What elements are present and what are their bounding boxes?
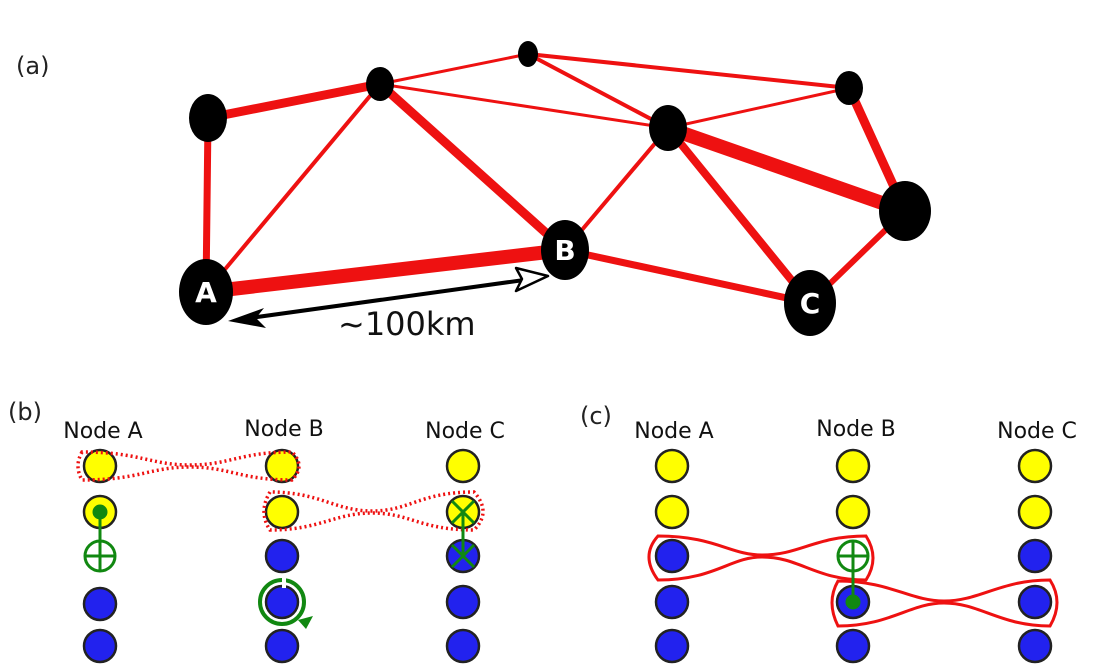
communication-qubit — [264, 584, 300, 620]
cnot-gate-b — [836, 539, 870, 610]
entanglement-link-dotted — [262, 490, 485, 532]
link — [378, 82, 670, 130]
link — [199, 243, 572, 299]
column-label-node-c: Node C — [425, 419, 505, 444]
memory-qubit — [835, 448, 871, 484]
qubit-column-b — [264, 448, 300, 664]
network-node — [189, 94, 227, 142]
qubit-column-a — [654, 448, 690, 664]
panel-b: (b) Node A Node B Node C — [8, 398, 505, 664]
entanglement-link — [830, 578, 1059, 628]
entanglement-link-dotted — [76, 450, 301, 482]
memory-qubit — [654, 448, 690, 484]
control-dot-icon — [845, 594, 861, 610]
cnot-target-icon — [83, 539, 117, 573]
communication-qubit — [82, 628, 118, 664]
communication-qubit — [264, 628, 300, 664]
column-label-node-a: Node A — [63, 419, 142, 444]
cnot-target-icon — [836, 539, 870, 573]
cnot-gate-a — [83, 504, 117, 573]
link — [664, 124, 814, 307]
network-node — [879, 181, 931, 241]
communication-qubit — [654, 584, 690, 620]
network-node — [649, 105, 687, 151]
network-links — [199, 52, 912, 307]
communication-qubit — [264, 538, 300, 574]
network-node-c — [784, 270, 836, 336]
communication-qubit — [1017, 584, 1053, 620]
qubit-column-a — [82, 448, 118, 664]
panel-a-label: (a) — [16, 52, 49, 80]
node-b-letter: B — [554, 234, 575, 267]
network-node-a — [179, 259, 233, 325]
link — [204, 82, 382, 294]
communication-qubit — [1017, 538, 1053, 574]
network-node — [366, 67, 394, 101]
panel-b-label: (b) — [8, 398, 42, 426]
link — [378, 52, 530, 86]
link — [526, 52, 670, 130]
communication-qubit — [1017, 628, 1053, 664]
communication-qubit — [445, 628, 481, 664]
memory-qubit — [445, 448, 481, 484]
column-label-node-a: Node A — [634, 419, 713, 444]
communication-qubit — [654, 538, 690, 574]
rotation-icon — [258, 576, 313, 629]
memory-qubit — [264, 494, 300, 530]
column-label-node-b: Node B — [816, 417, 896, 442]
link — [666, 86, 851, 130]
node-a-letter: A — [195, 276, 217, 309]
network-node-b — [541, 220, 589, 280]
memory-qubit — [82, 448, 118, 484]
network-node — [518, 41, 538, 67]
panel-a: (a) A B — [16, 41, 931, 343]
link — [526, 52, 851, 90]
memory-qubit — [1017, 494, 1053, 530]
communication-qubit — [835, 628, 871, 664]
link — [375, 79, 570, 255]
network-node — [835, 71, 863, 105]
entanglement-link — [647, 534, 875, 582]
communication-qubit — [82, 586, 118, 622]
memory-qubit — [1017, 448, 1053, 484]
qubit-column-c — [1017, 448, 1053, 664]
x-measure-icon — [450, 499, 476, 569]
link — [661, 121, 912, 218]
memory-qubit — [654, 494, 690, 530]
qubit-column-b — [835, 448, 871, 664]
distance-label: ~100km — [338, 305, 476, 343]
panel-c-label: (c) — [580, 402, 612, 430]
memory-qubit — [835, 494, 871, 530]
panel-c: (c) Node A Node B Node C — [580, 402, 1077, 664]
node-c-letter: C — [800, 287, 821, 320]
column-label-node-b: Node B — [244, 417, 324, 442]
communication-qubit — [654, 628, 690, 664]
control-dot-icon — [92, 504, 108, 520]
distance-arrow — [228, 266, 550, 328]
link — [561, 246, 814, 307]
memory-qubit — [264, 448, 300, 484]
column-label-node-c: Node C — [997, 419, 1077, 444]
link — [203, 79, 385, 123]
communication-qubit — [445, 584, 481, 620]
